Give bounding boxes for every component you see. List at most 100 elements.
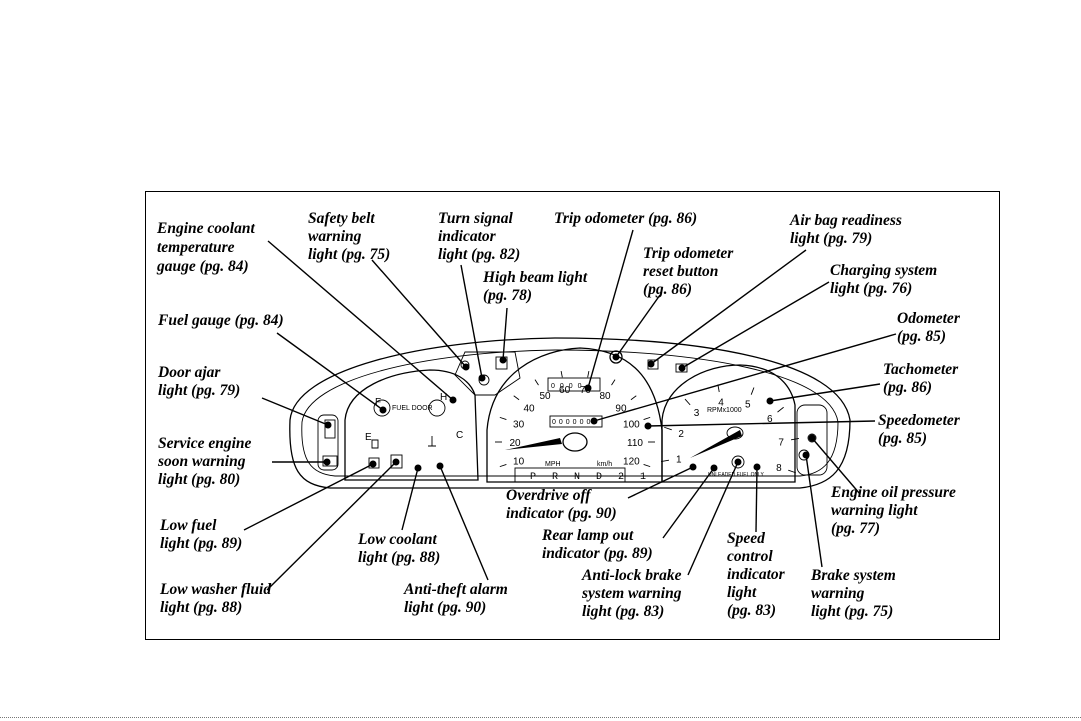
speed-number: 100 xyxy=(623,420,640,431)
temp-gauge-hub xyxy=(428,399,446,417)
callout-label-line: light (pg. 88) xyxy=(358,549,440,566)
leader-dot-anti-theft-alarm-light xyxy=(436,462,444,470)
callout-label-line: High beam light xyxy=(482,269,588,286)
leader-line-engine-oil-pressure-warning-light xyxy=(811,437,861,495)
callout-label-line: Charging system xyxy=(830,262,937,279)
charging-icon xyxy=(675,363,688,373)
callout-label-line: Trip odometer (pg. 86) xyxy=(554,210,697,227)
tach-number: 2 xyxy=(678,429,684,440)
callout-label-line: indicator xyxy=(438,228,497,245)
callout-label-line: Rear lamp out xyxy=(541,527,634,544)
fuel-e-label: E xyxy=(365,432,372,443)
tach-number: 6 xyxy=(767,414,773,425)
callout-label-line: (pg. 85) xyxy=(878,430,927,447)
speed-number: 50 xyxy=(539,391,551,402)
speedometer-numbers: 102030405060708090100110120 xyxy=(509,385,643,468)
callout-label-line: light (pg. 75) xyxy=(811,603,893,620)
callout-label-line: Low washer fluid xyxy=(159,581,271,598)
callout-label-line: Speed xyxy=(727,530,765,547)
cluster-outer-housing xyxy=(289,337,851,489)
callout-label-line: soon warning xyxy=(157,453,246,470)
callout-label-line: light xyxy=(727,584,757,601)
temp-c-label: C xyxy=(456,430,463,441)
callout-label-line: Safety belt xyxy=(308,210,375,227)
callout-label-tachometer: Tachometer(pg. 86) xyxy=(883,361,959,396)
leader-line-speed-control-indicator-light xyxy=(755,466,758,533)
leader-dot-anti-lock-brake-system-warning-light xyxy=(734,458,742,466)
leader-line-trip-odometer-reset-button xyxy=(615,294,661,358)
leader-line-air-bag-readiness-light xyxy=(650,249,807,365)
callout-label-line: light (pg. 80) xyxy=(158,471,240,488)
callout-label-odometer: Odometer(pg. 85) xyxy=(897,310,961,345)
right-warning-pod xyxy=(796,404,828,476)
callout-label-line: Overdrive off xyxy=(506,487,592,504)
tach-tick xyxy=(790,438,800,441)
speed-number: 90 xyxy=(615,403,627,414)
leader-line-door-ajar-light xyxy=(261,397,329,426)
callout-label-line: (pg. 86) xyxy=(643,281,692,298)
leader-line-high-beam-light xyxy=(502,307,508,361)
leader-line-safety-belt-warning-light xyxy=(371,259,467,368)
callout-label-line: (pg. 83) xyxy=(727,602,776,619)
leader-dot-low-fuel-light xyxy=(369,460,377,468)
tach-tick xyxy=(750,387,755,395)
callout-label-line: (pg. 86) xyxy=(883,379,932,396)
left-warning-pod xyxy=(317,414,339,471)
mph-label: MPH xyxy=(545,461,561,468)
speed-number: 20 xyxy=(509,438,521,449)
leader-dot-door-ajar-light xyxy=(324,421,332,429)
speed-tick xyxy=(560,371,563,378)
speedometer-needle xyxy=(505,438,562,450)
callout-label-line: light (pg. 79) xyxy=(158,382,240,399)
leader-line-engine-coolant-temperature-gauge xyxy=(267,240,454,401)
callout-label-fuel-gauge: Fuel gauge (pg. 84) xyxy=(157,312,284,329)
instrument-cluster: FUEL DOOR F E H C 1020304050607080901001… xyxy=(289,337,851,489)
tach-number: 5 xyxy=(745,400,751,411)
leader-dot-overdrive-off-indicator xyxy=(689,463,697,471)
callout-label-line: Fuel gauge (pg. 84) xyxy=(157,312,284,329)
leader-dot-fuel-gauge xyxy=(379,406,387,414)
callout-label-line: (pg. 77) xyxy=(831,520,880,537)
temp-h-label: H xyxy=(440,392,447,403)
diagram-frame xyxy=(145,191,1000,640)
leader-dot-brake-system-warning-light xyxy=(802,451,810,459)
leader-line-brake-system-warning-light xyxy=(805,454,823,568)
leader-dot-rear-lamp-out-indicator xyxy=(710,464,718,472)
leader-dot-speedometer xyxy=(644,422,652,430)
leader-dot-safety-belt-warning-light xyxy=(462,363,470,371)
speed-tick xyxy=(513,395,520,401)
leader-dot-tachometer xyxy=(766,397,774,405)
speed-tick xyxy=(643,416,651,420)
callout-label-line: indicator (pg. 89) xyxy=(542,545,653,562)
trip-odometer-display xyxy=(547,377,601,392)
callout-label-line: (pg. 78) xyxy=(483,287,532,304)
callout-label-line: light (pg. 89) xyxy=(160,535,242,552)
tachometer-ticks xyxy=(660,384,800,474)
fuel-door-label: FUEL DOOR xyxy=(392,405,433,412)
tach-number: 4 xyxy=(718,397,724,408)
callout-label-line: Anti-lock brake xyxy=(581,567,682,584)
leader-line-fuel-gauge xyxy=(276,332,384,411)
callout-label-line: Anti-theft alarm xyxy=(403,581,508,598)
speed-number: 40 xyxy=(523,403,535,414)
tach-tick xyxy=(664,426,672,431)
speed-tick xyxy=(643,464,651,468)
tach-number: 3 xyxy=(694,408,700,419)
leader-dot-engine-oil-pressure-warning-light xyxy=(808,434,816,442)
callout-label-line: light (pg. 75) xyxy=(308,246,390,263)
callout-label-line: Trip odometer xyxy=(643,245,734,262)
callout-label-line: light (pg. 83) xyxy=(582,603,664,620)
fuel-gauge-hub xyxy=(373,399,391,417)
callout-label-speedometer: Speedometer(pg. 85) xyxy=(878,412,961,447)
leader-line-odometer xyxy=(593,333,897,422)
